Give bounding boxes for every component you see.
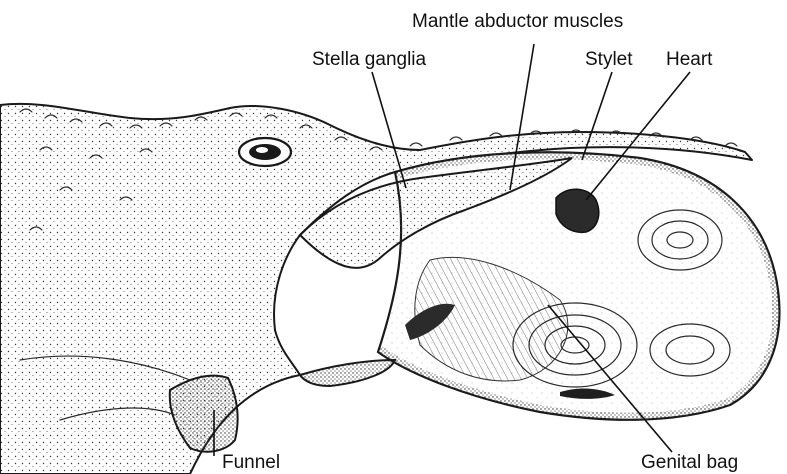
eye [239,138,291,166]
label-stella-ganglia: Stella ganglia [312,49,427,70]
label-mantle-abductor-muscles: Mantle abductor muscles [412,11,623,32]
label-stylet: Stylet [585,49,633,70]
mantle-lip [300,360,395,386]
label-heart: Heart [666,49,713,70]
label-genital-bag: Genital bag [641,452,738,473]
label-funnel: Funnel [222,452,280,473]
